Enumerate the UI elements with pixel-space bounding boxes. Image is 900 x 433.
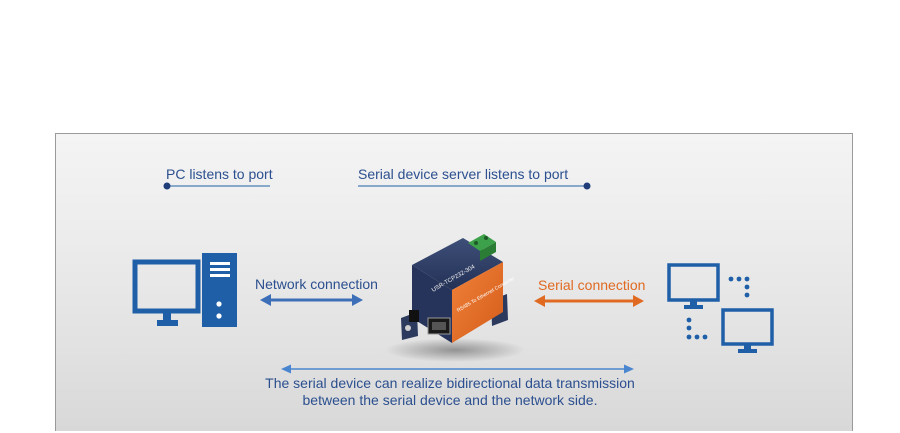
network-connection-arrow: [260, 294, 363, 306]
serial-device-server: USR-TCP232-304 RS485 To Ethernet Convert…: [385, 234, 525, 362]
pc-icon: [132, 253, 237, 327]
serial-connection-arrow: [534, 295, 644, 307]
pc-listens-underline: [163, 182, 270, 190]
caption: The serial device can realize bidirectio…: [200, 375, 700, 409]
caption-line-1: The serial device can realize bidirectio…: [265, 375, 635, 391]
pc-listens-label: PC listens to port: [166, 166, 273, 182]
serial-devices-icon: [667, 263, 774, 353]
bidirectional-arrow: [281, 364, 634, 374]
caption-line-2: between the serial device and the networ…: [302, 392, 598, 408]
server-listens-underline: [358, 182, 591, 190]
serial-connection-label: Serial connection: [538, 277, 646, 293]
server-listens-label: Serial device server listens to port: [358, 166, 569, 182]
network-connection-label: Network connection: [255, 276, 378, 292]
